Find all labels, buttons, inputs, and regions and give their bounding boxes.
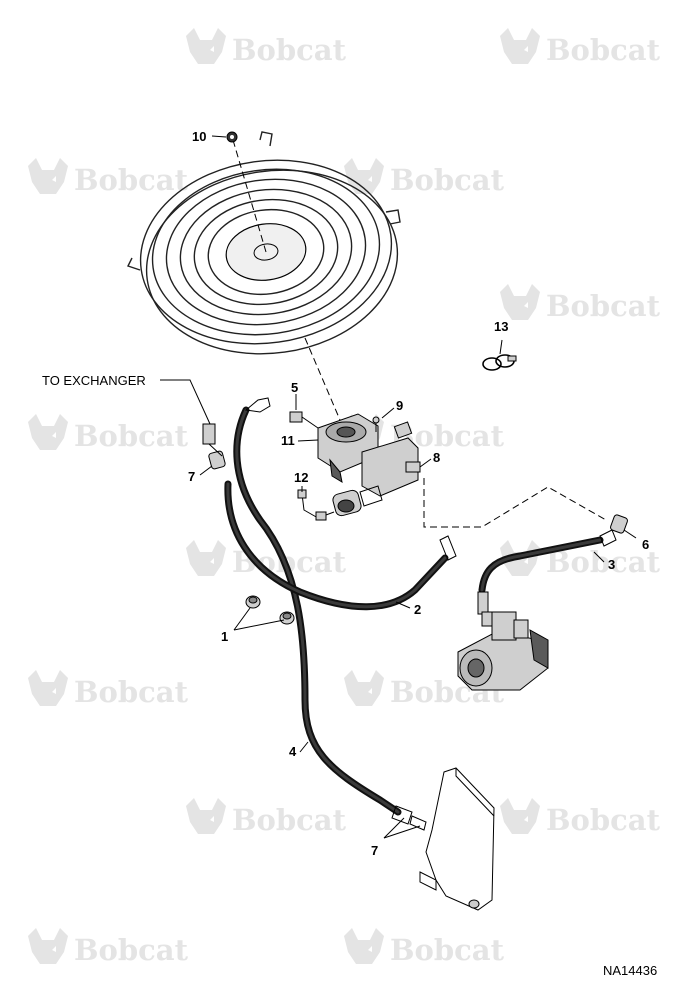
- watermark-text: Bobcat: [546, 545, 661, 579]
- nut-10: [226, 131, 238, 143]
- connector-7-top: [202, 423, 226, 470]
- hose-fittings: [244, 397, 628, 831]
- valve-block: [361, 416, 421, 497]
- bobcat-head-icon: [500, 284, 540, 320]
- watermark: Bobcat: [28, 158, 189, 197]
- watermark: Bobcat: [186, 28, 347, 67]
- bobcat-head-icon: [28, 670, 68, 706]
- hose-2: [224, 480, 449, 611]
- watermark: Bobcat: [500, 284, 661, 323]
- watermark: Bobcat: [186, 798, 347, 837]
- callout-12: 12: [294, 470, 308, 485]
- callout-4: 4: [289, 744, 297, 759]
- bobcat-head-icon: [344, 158, 384, 194]
- clamp-13: [482, 354, 517, 371]
- callout-3: 3: [608, 557, 615, 572]
- hydraulic-pump: [457, 611, 549, 691]
- bobcat-head-icon: [344, 670, 384, 706]
- callout-5: 5: [291, 380, 298, 395]
- watermark: Bobcat: [344, 928, 505, 967]
- mounting-bracket: [419, 767, 495, 911]
- bobcat-head-icon: [28, 158, 68, 194]
- callout-9: 9: [396, 398, 403, 413]
- callout-7-top: 7: [188, 469, 195, 484]
- callout-7-bottom: 7: [371, 843, 378, 858]
- bobcat-head-icon: [28, 928, 68, 964]
- callout-13: 13: [494, 319, 508, 334]
- watermark-text: Bobcat: [546, 803, 661, 837]
- fitting-5: [289, 411, 303, 423]
- assembly-leaders: [232, 139, 607, 528]
- callout-2: 2: [414, 602, 421, 617]
- hose-3: [478, 536, 604, 594]
- bobcat-head-icon: [186, 540, 226, 576]
- watermark: Bobcat: [344, 158, 505, 197]
- screw-9: [372, 416, 380, 424]
- watermark-text: Bobcat: [232, 803, 347, 837]
- hose-4: [233, 406, 402, 816]
- watermark-text: Bobcat: [390, 933, 505, 967]
- callout-11: 11: [281, 433, 295, 448]
- elbow-fitting-6: [610, 514, 628, 534]
- watermark: Bobcat: [28, 928, 189, 967]
- watermark-text: Bobcat: [546, 289, 661, 323]
- watermark: Bobcat: [28, 670, 189, 709]
- bobcat-head-icon: [500, 798, 540, 834]
- watermark-text: Bobcat: [232, 33, 347, 67]
- figure-id: NA14436: [603, 963, 657, 978]
- watermark-text: Bobcat: [546, 33, 661, 67]
- bobcat-head-icon: [344, 928, 384, 964]
- to-exchanger-label: TO EXCHANGER: [42, 373, 146, 388]
- watermark-text: Bobcat: [74, 675, 189, 709]
- bobcat-head-icon: [500, 28, 540, 64]
- callout-10: 10: [192, 129, 206, 144]
- watermark-text: Bobcat: [74, 163, 189, 197]
- callout-labels: 10 5 9 11 8 12 7 6 3 2 1 4 7 13 TO EXCHA…: [42, 129, 657, 978]
- bobcat-head-icon: [28, 414, 68, 450]
- callout-leaders: [160, 135, 637, 839]
- watermark-text: Bobcat: [74, 933, 189, 967]
- bobcat-head-icon: [186, 28, 226, 64]
- watermark: Bobcat: [28, 414, 189, 453]
- solenoid: [332, 485, 383, 517]
- callout-1: 1: [221, 629, 228, 644]
- watermark-text: Bobcat: [74, 419, 189, 453]
- watermark: Bobcat: [500, 28, 661, 67]
- callout-6: 6: [642, 537, 649, 552]
- watermark-text: Bobcat: [390, 163, 505, 197]
- callout-8: 8: [433, 450, 440, 465]
- harness-12: [297, 489, 335, 521]
- watermark: Bobcat: [500, 798, 661, 837]
- fitting-8: [405, 461, 421, 473]
- caps-1: [245, 595, 295, 625]
- bobcat-head-icon: [186, 798, 226, 834]
